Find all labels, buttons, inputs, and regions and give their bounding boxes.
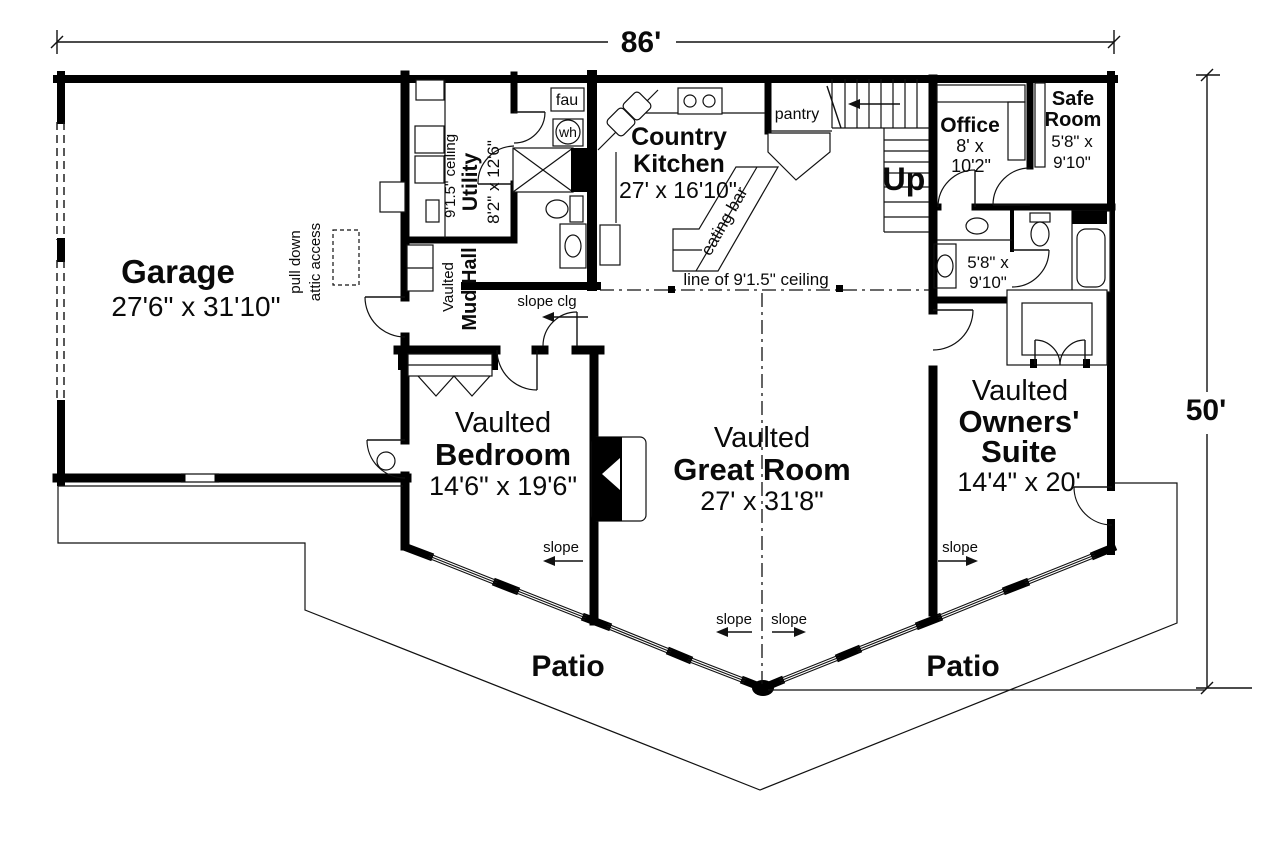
patio-label-left: Patio — [531, 650, 604, 683]
office-desk — [936, 84, 1026, 103]
pantry-cabinet — [767, 132, 831, 181]
toilet — [545, 199, 569, 219]
bed-pillow — [602, 458, 620, 490]
kitchen-size: 27' x 16'10" — [619, 177, 737, 203]
sink — [564, 234, 582, 258]
attic-note-line2: attic access — [307, 223, 324, 301]
utility-size: 8'2" x 12'6" — [484, 140, 503, 224]
kitchen-sink — [606, 107, 636, 137]
toilet-tank — [569, 195, 584, 223]
exterior-walls — [52, 71, 1118, 696]
dimension-lines — [50, 30, 1252, 695]
safe-room-shelf — [1034, 82, 1046, 168]
utility-sink — [425, 199, 440, 223]
fau-label: fau — [556, 92, 578, 109]
toilet — [1030, 221, 1050, 247]
doors — [364, 85, 1113, 526]
patio-outline — [57, 482, 1205, 791]
wall-chase — [1072, 211, 1107, 224]
slope-clg-label: slope clg — [517, 293, 576, 310]
dishwasher — [599, 224, 621, 266]
dryer — [414, 155, 445, 184]
bedroom-label: Bedroom — [435, 437, 571, 472]
office-label: Office — [940, 114, 1000, 137]
bath-size-line2: 9'10" — [969, 273, 1007, 292]
kitchen-sink — [622, 91, 652, 121]
workbench — [379, 181, 406, 213]
safe-room-size-line1: 5'8" x — [1051, 132, 1093, 151]
kitchen-label-line2: Kitchen — [633, 150, 725, 178]
great-room-size: 27' x 31'8" — [700, 486, 823, 516]
dim-height-label: 50' — [1186, 394, 1227, 427]
owners-suite-size: 14'4" x 20' — [957, 467, 1080, 497]
bath-size-line1: 5'8" x — [967, 253, 1009, 272]
office-size-line2: 10'2" — [951, 156, 991, 176]
water-heater — [555, 119, 581, 145]
window-band — [427, 553, 747, 684]
owners-suite-label-line2: Suite — [981, 434, 1057, 469]
fau-box — [550, 87, 585, 112]
wh-label: wh — [558, 124, 577, 140]
up-label: Up — [883, 161, 926, 197]
wall-chase — [571, 148, 587, 192]
burner — [702, 94, 716, 108]
kitchen-label-line1: Country — [631, 123, 727, 151]
garage-label: Garage — [121, 253, 235, 290]
great-room-label: Great Room — [673, 452, 850, 487]
sink — [936, 254, 954, 278]
bathtub-basin — [1076, 228, 1106, 288]
safe-room-size-line2: 9'10" — [1053, 153, 1091, 172]
attic-access-hatch — [332, 229, 360, 286]
mud-hall-label: Mud Hall — [459, 247, 481, 330]
eating-bar — [672, 166, 780, 272]
burner — [683, 94, 697, 108]
closet-shelf — [1021, 302, 1093, 356]
window-band — [778, 552, 1097, 684]
bedroom-prefix: Vaulted — [455, 407, 551, 439]
mud-hall-prefix: Vaulted — [440, 262, 457, 312]
sink — [965, 217, 989, 235]
slope-label-center-right: slope — [771, 611, 807, 628]
great-room-prefix: Vaulted — [714, 422, 810, 454]
slope-label-bedroom: slope — [543, 539, 579, 556]
washer — [414, 125, 445, 154]
cabinet — [415, 79, 445, 101]
safe-room-label-line2: Room — [1045, 109, 1102, 131]
fixtures — [332, 79, 1111, 522]
interior-walls — [393, 70, 1116, 626]
bedroom-size: 14'6" x 19'6" — [429, 471, 577, 501]
door-jamb — [398, 350, 408, 370]
door-jamb — [488, 350, 498, 370]
utility-ceiling-note: 9'1.5" ceiling — [442, 134, 459, 218]
attic-note-line1: pull down — [287, 230, 304, 293]
owners-suite-label-line1: Owners' — [958, 404, 1079, 439]
slope-arrows — [542, 312, 978, 637]
prow-vertex — [752, 680, 774, 696]
patio-label-right: Patio — [926, 650, 999, 683]
staircase — [831, 79, 930, 233]
door-jamb — [1083, 359, 1090, 368]
toilet-tank — [1029, 212, 1051, 223]
utility-label: Utility — [459, 153, 482, 212]
door-knob — [376, 451, 396, 471]
windows — [56, 122, 1097, 684]
dim-width-label: 86' — [621, 26, 662, 59]
slope-label-owners: slope — [942, 539, 978, 556]
water-heater-box — [552, 118, 584, 147]
safe-room-label-line1: Safe — [1052, 88, 1094, 110]
door-jamb — [1030, 359, 1037, 368]
slope-label-center-left: slope — [716, 611, 752, 628]
bifold-doors — [417, 375, 491, 397]
ceiling-lines — [600, 285, 930, 684]
garage-size: 27'6" x 31'10" — [111, 291, 280, 322]
office-size-line1: 8' x — [956, 136, 983, 156]
ceiling-line-label: line of 9'1.5" ceiling — [683, 270, 828, 289]
office-desk — [1007, 101, 1026, 161]
owners-suite-prefix: Vaulted — [972, 375, 1068, 407]
pantry-label: pantry — [775, 106, 819, 123]
vanity — [933, 243, 957, 289]
